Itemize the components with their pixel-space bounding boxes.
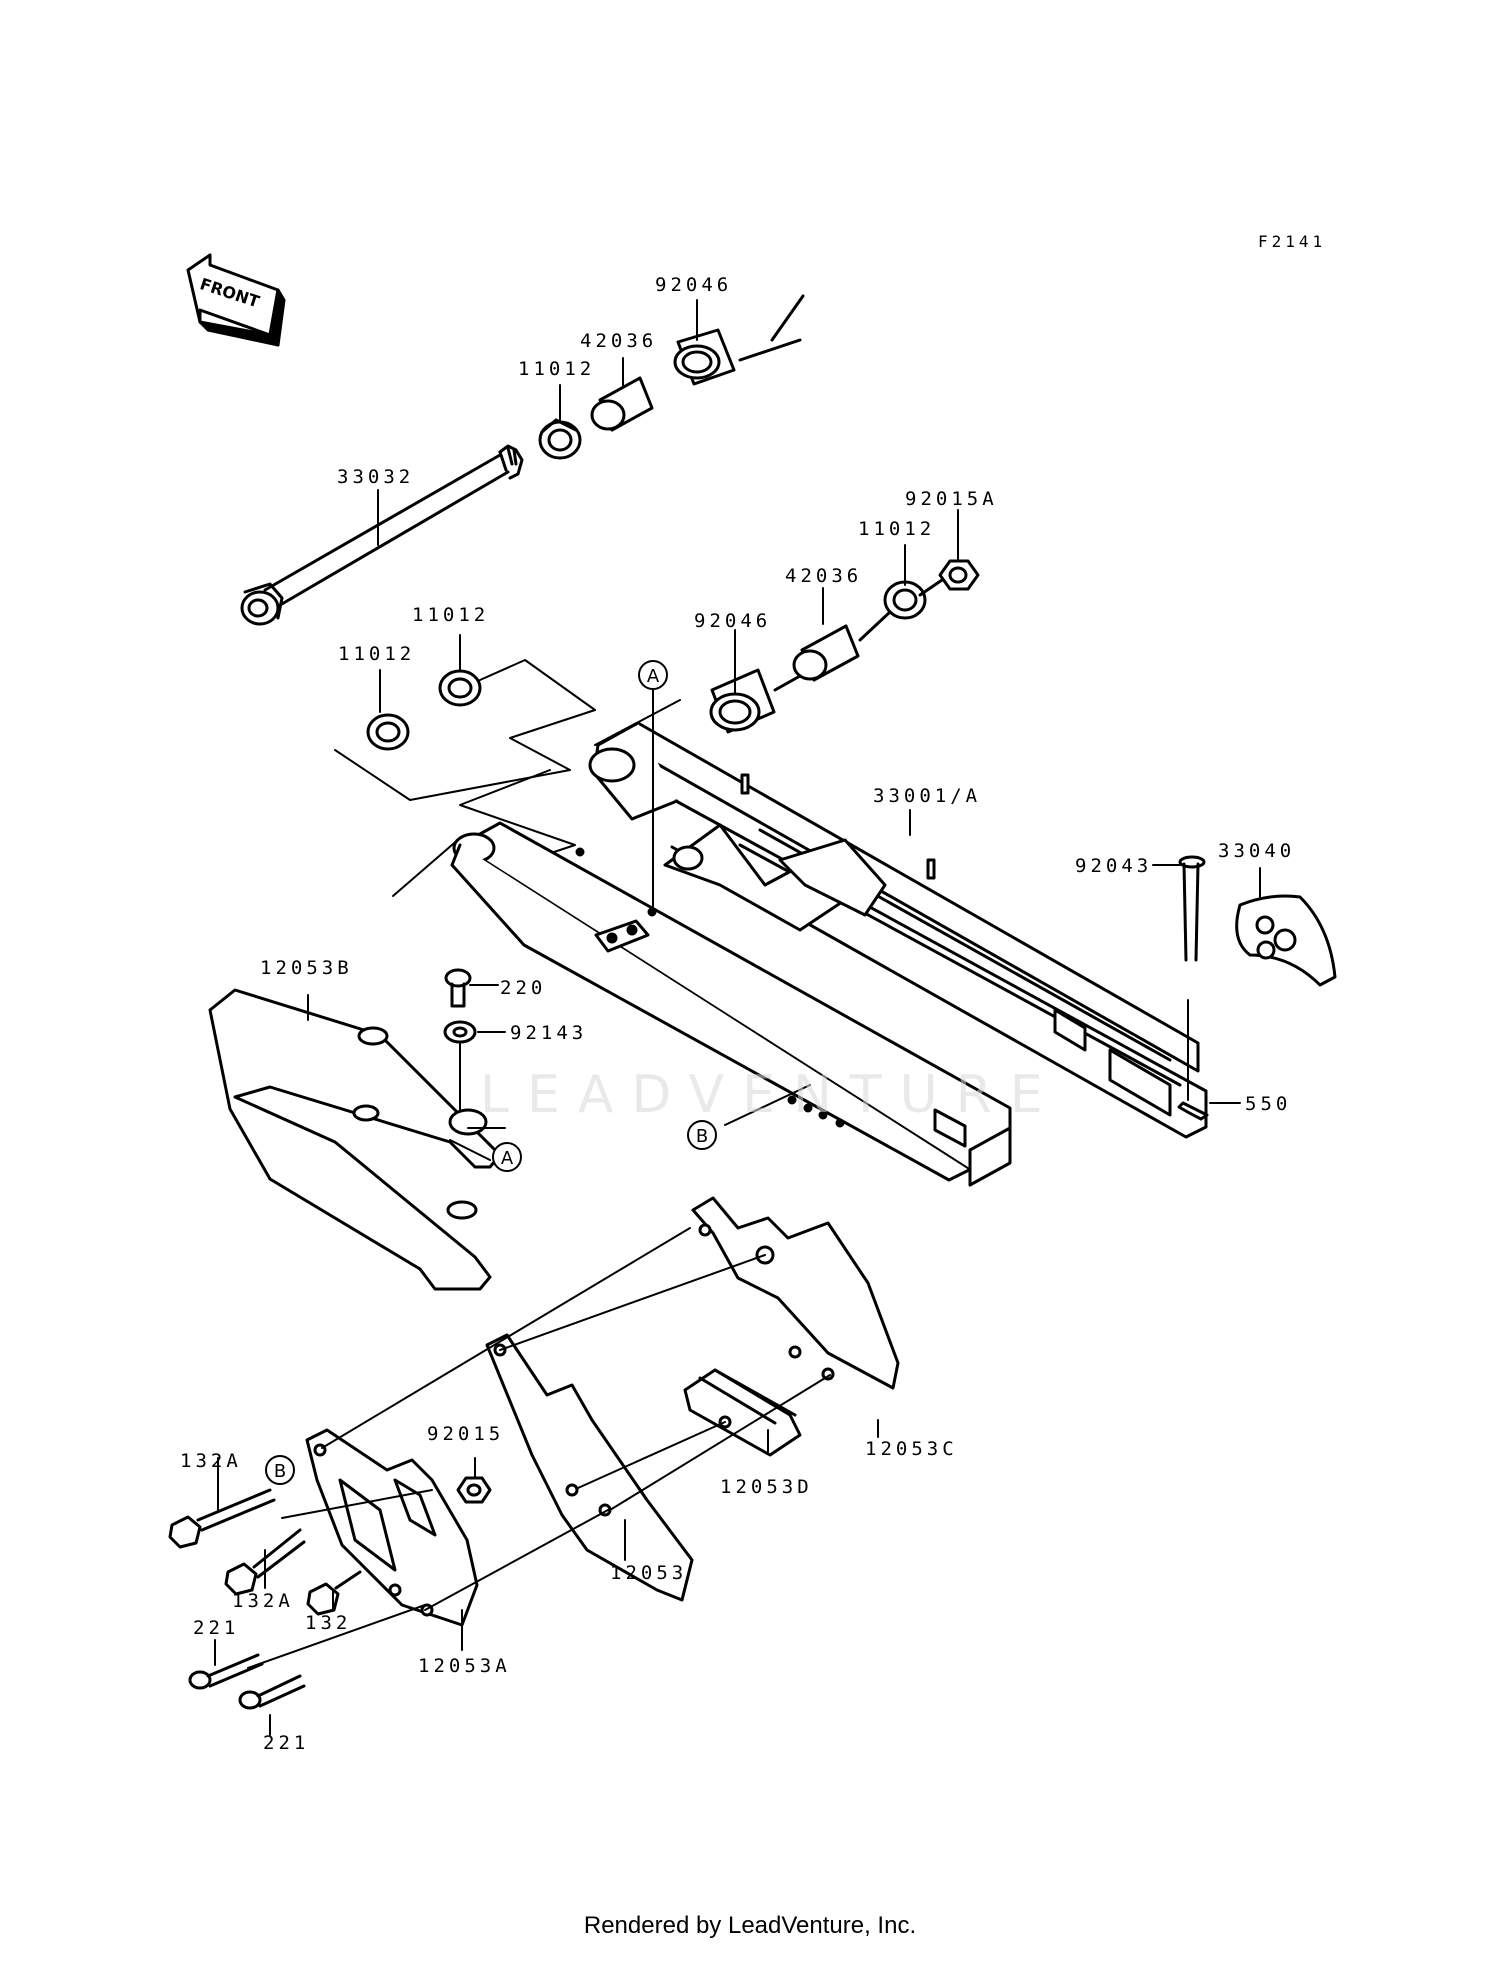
block-12053D (683, 1368, 802, 1457)
guide-12053C (691, 1196, 900, 1390)
label-92046-mid: 92046 (694, 610, 772, 632)
label-12053B: 12053B (260, 957, 353, 979)
sleeve-42036-mid (792, 624, 860, 682)
bolt-221-2 (238, 1674, 306, 1710)
label-42036-top: 42036 (580, 330, 658, 352)
ref-marker-b-bolt: B (265, 1455, 295, 1485)
seal-11012-left (366, 713, 410, 751)
label-550: 550 (1245, 1093, 1292, 1115)
clip-550 (1177, 1101, 1209, 1121)
svg-text:A: A (501, 1148, 514, 1169)
label-12053A: 12053A (418, 1655, 511, 1677)
svg-text:B: B (696, 1126, 708, 1147)
label-42036-mid: 42036 (785, 565, 863, 587)
label-11012-top: 11012 (518, 358, 596, 380)
label-92043: 92043 (1075, 855, 1153, 877)
label-221-1: 221 (193, 1617, 240, 1639)
label-33040: 33040 (1218, 840, 1296, 862)
label-11012-right: 11012 (858, 518, 936, 540)
svg-text:A: A (647, 666, 660, 687)
svg-text:B: B (274, 1461, 286, 1482)
front-arrow-icon (186, 253, 286, 347)
sleeve-42036-top (590, 376, 654, 432)
label-12053C: 12053C (865, 1438, 958, 1460)
bolt-132A-1 (168, 1488, 276, 1549)
ref-marker-a-guard: A (492, 1142, 522, 1172)
label-220: 220 (500, 977, 547, 999)
washer-92143 (443, 1020, 506, 1161)
bolt-221-1 (188, 1653, 264, 1690)
label-132A-1: 132A (180, 1450, 242, 1472)
label-221-2: 221 (263, 1732, 310, 1754)
watermark: LEADVENTURE (480, 1065, 1061, 1125)
leader-lines (214, 299, 1261, 1736)
adjuster-33040 (1235, 894, 1337, 987)
label-11012-left: 11012 (338, 643, 416, 665)
bearing-92046-mid (709, 578, 944, 734)
pin-92043 (1178, 855, 1206, 1101)
guide-12053 (485, 1333, 694, 1602)
label-132A-2: 132A (232, 1590, 294, 1612)
ref-marker-a-top: A (638, 660, 668, 690)
label-12053D: 12053D (720, 1476, 813, 1498)
nut-92015A (938, 559, 980, 591)
bolt-220 (444, 968, 472, 1008)
plate-12053A (305, 1428, 479, 1627)
label-11012-mid: 11012 (412, 604, 490, 626)
seal-11012-top (538, 418, 582, 460)
footer-credit: Rendered by LeadVenture, Inc. (583, 1912, 917, 1939)
pivot-shaft-33032 (240, 444, 524, 626)
label-92015A: 92015A (905, 488, 998, 510)
seal-11012-mid (438, 669, 482, 707)
figure-code: F2141 (1258, 232, 1327, 251)
label-12053: 12053 (610, 1562, 688, 1584)
label-33032: 33032 (337, 466, 415, 488)
label-33001A: 33001/A (873, 785, 982, 807)
label-92046-top: 92046 (655, 274, 733, 296)
label-92143: 92143 (510, 1022, 588, 1044)
label-92015: 92015 (427, 1423, 505, 1445)
bearing-92046-top (673, 294, 805, 386)
chain-guard-12053B (208, 988, 502, 1291)
ref-marker-b-arm: B (687, 1120, 717, 1150)
nut-92015 (456, 1476, 492, 1504)
guide-lines-chain (247, 1227, 831, 1669)
label-132: 132 (305, 1612, 352, 1634)
swing-arm-33001A (450, 721, 1208, 1187)
